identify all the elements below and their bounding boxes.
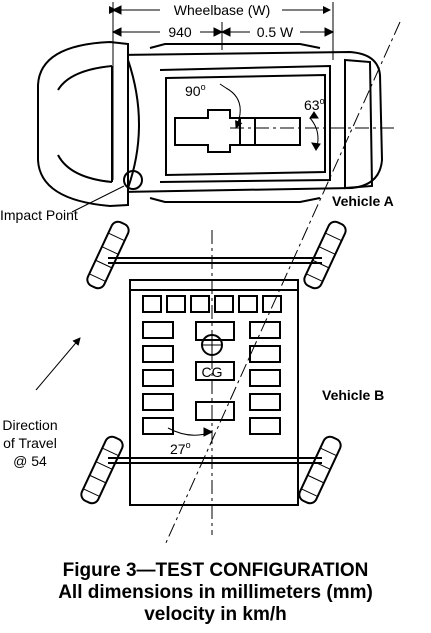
impact-point-marker [123,170,143,190]
vehicle-a-drawing [37,40,384,208]
angle-27-label: 27o [170,440,191,457]
dimension-half-w-label: 0.5 W [257,24,294,40]
vehicle-b-drawing [80,220,347,506]
diagram-labels: Wheelbase (W) 940 0.5 W 90o 63o 27o Impa… [0,2,394,469]
impact-point-label: Impact Point [0,207,78,223]
dimension-940-label: 940 [168,24,192,40]
direction-of-travel-label-line2: of Travel [3,435,57,451]
cg-label: CG [202,364,223,380]
vehicle-a-body [104,50,384,194]
direction-of-travel-label-line3: @ 54 [13,453,47,469]
dimension-lines [35,2,401,546]
vehicle-b-wheel-rear-left [80,435,124,505]
oblique-reference-line [164,21,401,546]
angle-90-label: 90o [185,82,206,99]
vehicle-b-wheel-front-left [86,220,130,290]
vehicle-a-label: Vehicle A [332,193,394,209]
vehicle-b-wheel-front-right [303,220,347,290]
vehicle-b-frame [129,279,299,506]
direction-of-travel-label-line1: Direction [2,417,57,433]
wheelbase-label: Wheelbase (W) [174,2,270,18]
caption-velocity-note: velocity in km/h [144,604,287,625]
angle-63-label: 63o [304,96,325,113]
caption-title: Figure 3—TEST CONFIGURATION [62,560,369,581]
vehicle-b-label: Vehicle B [322,387,384,403]
vehicle-b-wheel-rear-right [298,435,342,505]
direction-of-travel-arrow [35,337,81,391]
test-configuration-diagram: Wheelbase (W) 940 0.5 W 90o 63o 27o Impa… [0,2,401,546]
caption-units-note: All dimensions in millimeters (mm) [58,582,373,603]
figure-caption: Figure 3—TEST CONFIGURATION All dimensio… [0,560,431,626]
